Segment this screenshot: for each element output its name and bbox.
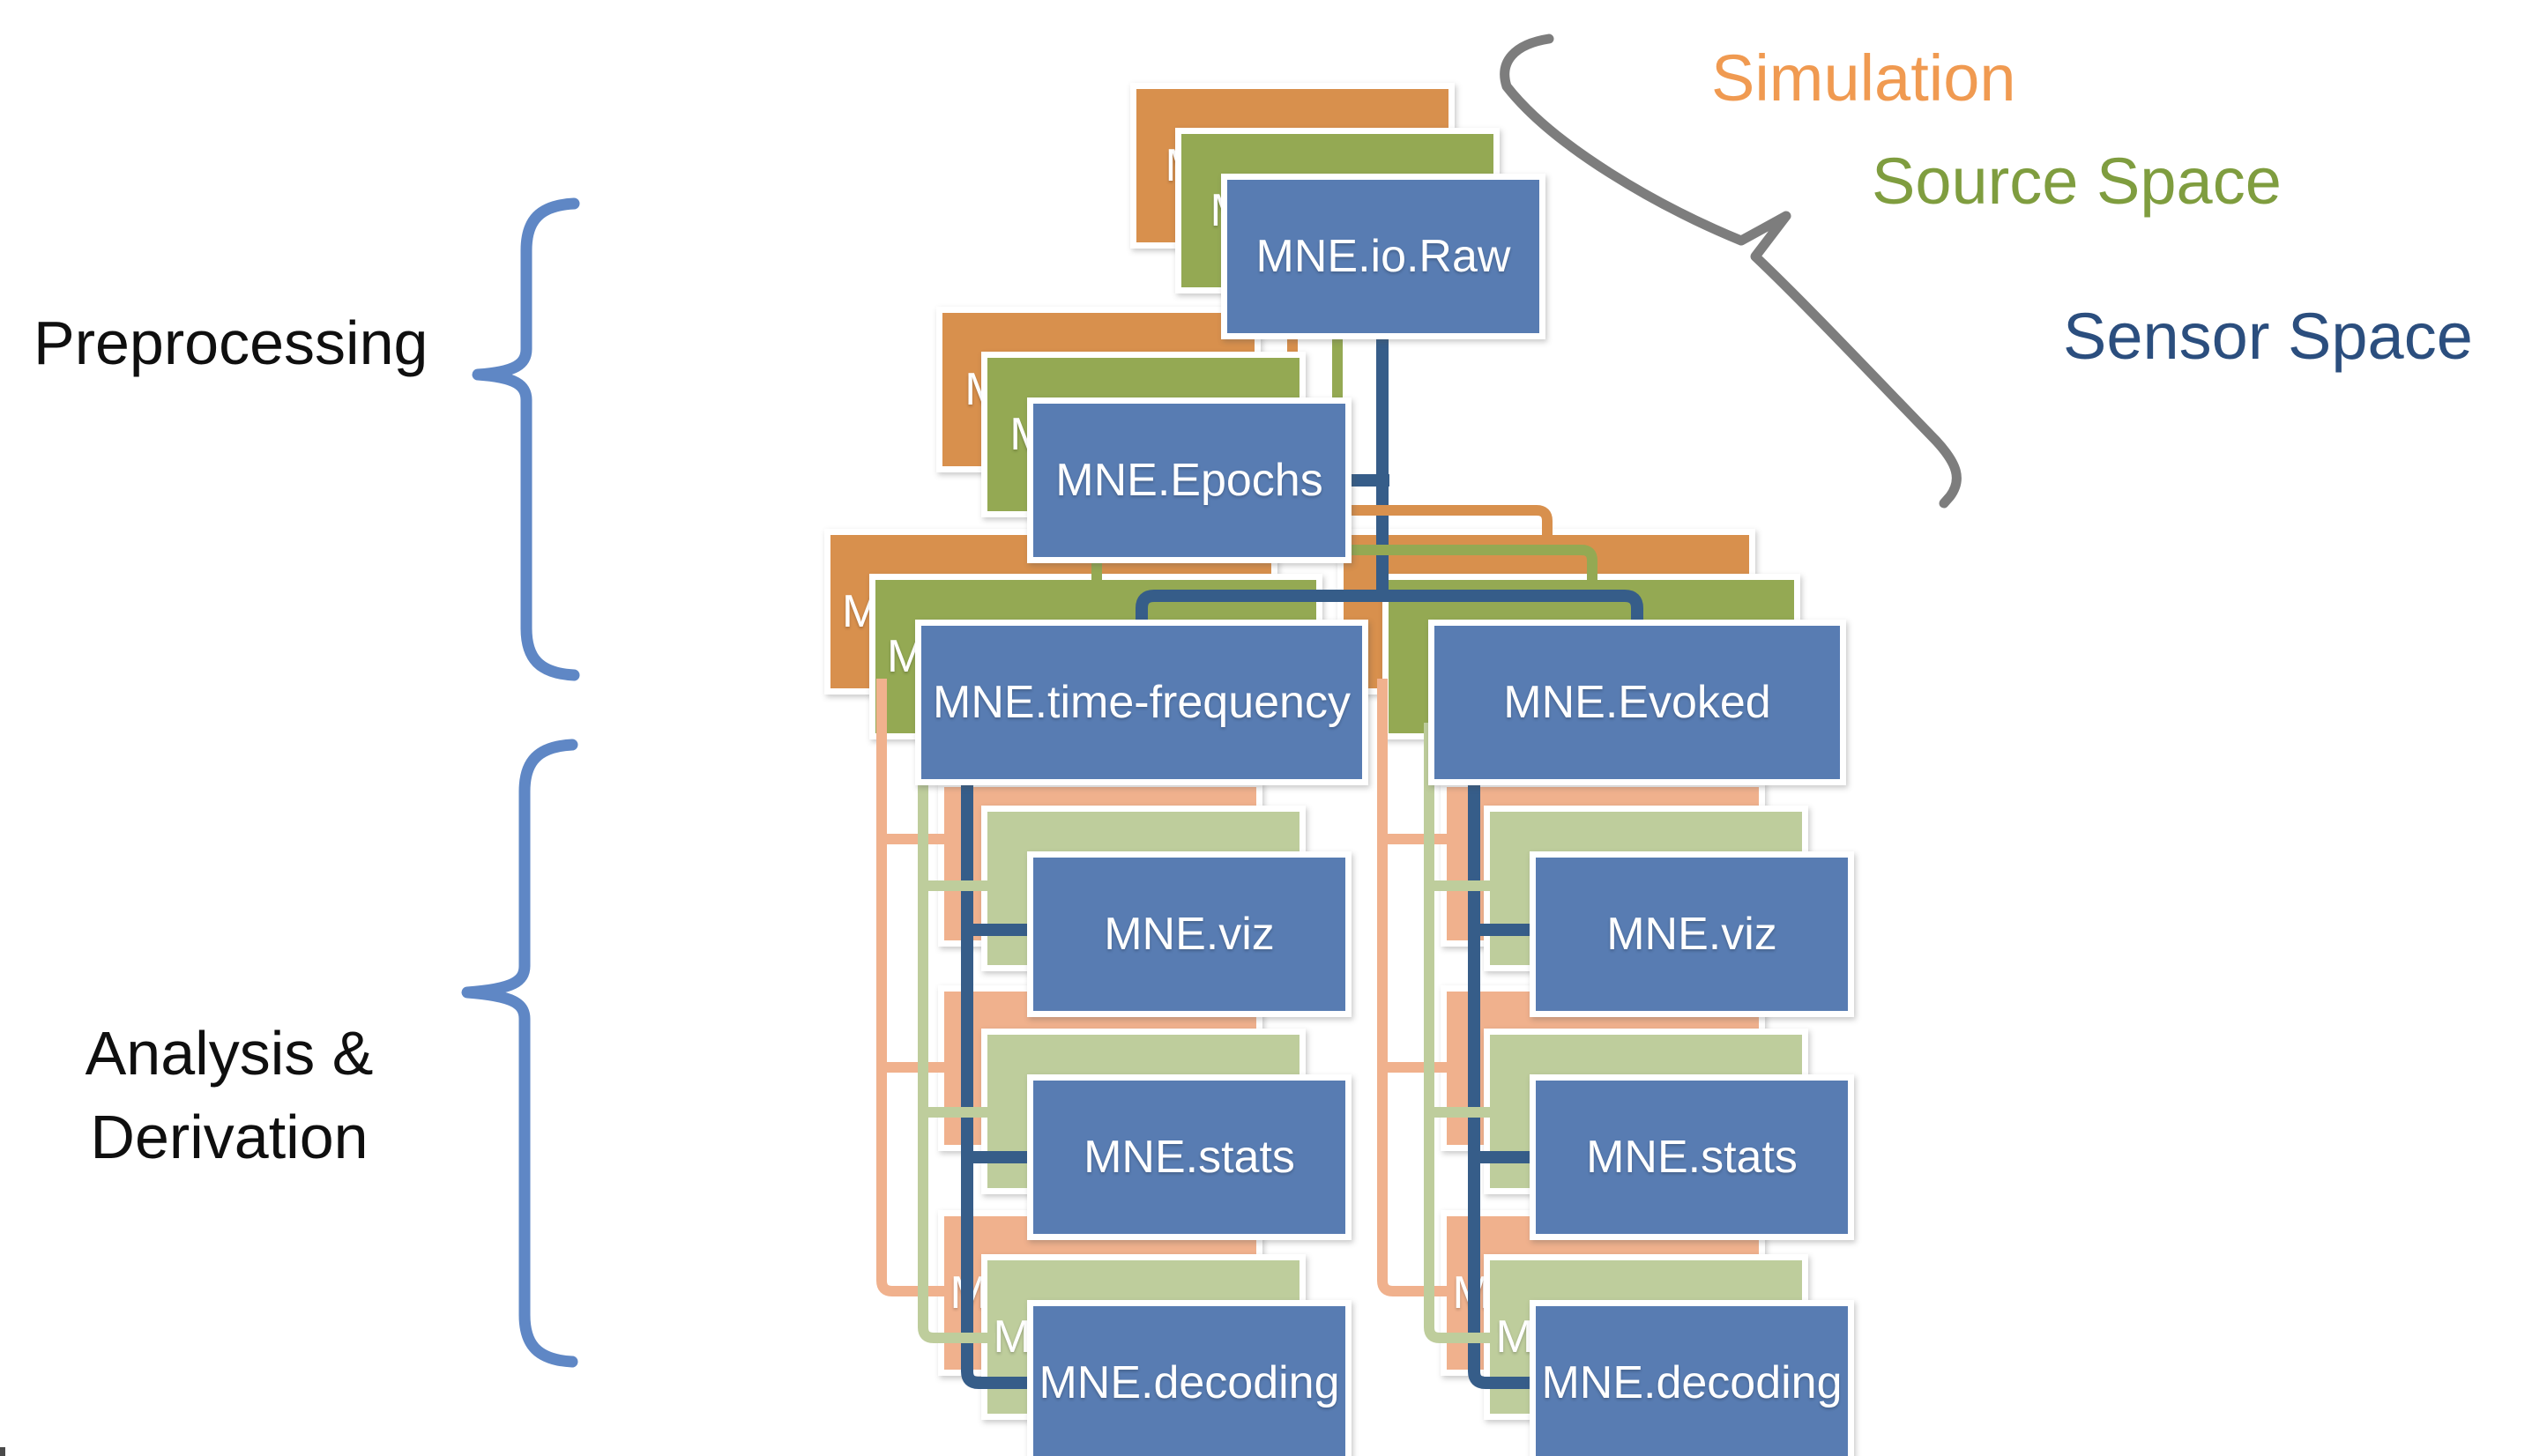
box-stats-sensor-5-label: MNE.stats	[1084, 1132, 1295, 1183]
box-decoding-sensor-6: MNE.decoding	[1027, 1300, 1352, 1456]
box-raw-sensor-0: MNE.io.Raw	[1221, 174, 1545, 339]
right-source-rail	[1424, 723, 1498, 1343]
sensor-branch	[1136, 590, 1643, 631]
left-simulation-rail	[876, 679, 950, 1296]
box-viz-sensor-7-label: MNE.viz	[1606, 909, 1777, 960]
box-viz-sensor-4-label: MNE.viz	[1104, 909, 1275, 960]
box-time_frequency-sensor-2: MNE.time-frequency	[915, 620, 1368, 785]
left-source-rail	[918, 723, 995, 1343]
box-decoding-sensor-9-label: MNE.decoding	[1541, 1357, 1843, 1408]
analysis-derivation-brace	[461, 739, 578, 1368]
right-simulation-rail	[1377, 679, 1453, 1296]
box-epochs-sensor-1-label: MNE.Epochs	[1055, 455, 1323, 506]
preprocessing-brace	[472, 197, 580, 681]
box-raw-sensor-0-label: MNE.io.Raw	[1255, 231, 1511, 282]
box-evoked-sensor-3-label: MNE.Evoked	[1503, 677, 1771, 728]
box-evoked-sensor-3: MNE.Evoked	[1428, 620, 1846, 785]
box-viz-sensor-4: MNE.viz	[1027, 851, 1352, 1017]
right-sensor-rail	[1468, 761, 1543, 1389]
box-stats-sensor-8-label: MNE.stats	[1586, 1132, 1798, 1183]
box-decoding-sensor-9: MNE.decoding	[1530, 1300, 1854, 1456]
left-sensor-rail	[961, 761, 1040, 1389]
box-time_frequency-sensor-2-label: MNE.time-frequency	[933, 677, 1351, 728]
legend-pointer-brace	[1500, 33, 1962, 509]
box-viz-sensor-7: MNE.viz	[1530, 851, 1854, 1017]
box-decoding-sensor-6-label: MNE.decoding	[1039, 1357, 1340, 1408]
stray-mark	[0, 1447, 5, 1456]
box-stats-sensor-5: MNE.stats	[1027, 1074, 1352, 1240]
box-epochs-sensor-1: MNE.Epochs	[1027, 397, 1352, 563]
box-stats-sensor-8: MNE.stats	[1530, 1074, 1854, 1240]
